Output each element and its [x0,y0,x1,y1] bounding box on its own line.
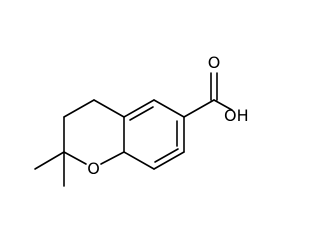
bond-c8a-c8 [123,151,155,170]
bond-c6-c5 [153,99,185,118]
bond-c2-methyl-left [34,151,65,170]
structure-diagram: O O OH [34,53,249,187]
bond-c8-c7 [153,151,185,170]
bond-c4a-c4 [93,99,125,118]
bond-c6-carboxyl-carbon [183,99,215,118]
double-bond-inner-c5-c4a [129,106,154,121]
benzene-ring [123,99,185,170]
dihydropyran-ring [63,99,125,165]
bond-c5-c4a [123,99,155,118]
ring-oxygen-label: O [87,159,100,178]
hydroxyl-label: OH [224,106,249,125]
bond-carboxyl-to-hydroxyl [213,99,233,111]
bond-o1-c8a [100,151,125,165]
gem-dimethyl [34,151,65,187]
carbonyl-oxygen-label: O [208,53,221,72]
double-bond-inner-c8-c7 [154,148,179,163]
carboxylic-acid-group [183,72,233,118]
bond-c4-c3 [63,99,95,118]
bond-c2-o1 [63,151,87,165]
